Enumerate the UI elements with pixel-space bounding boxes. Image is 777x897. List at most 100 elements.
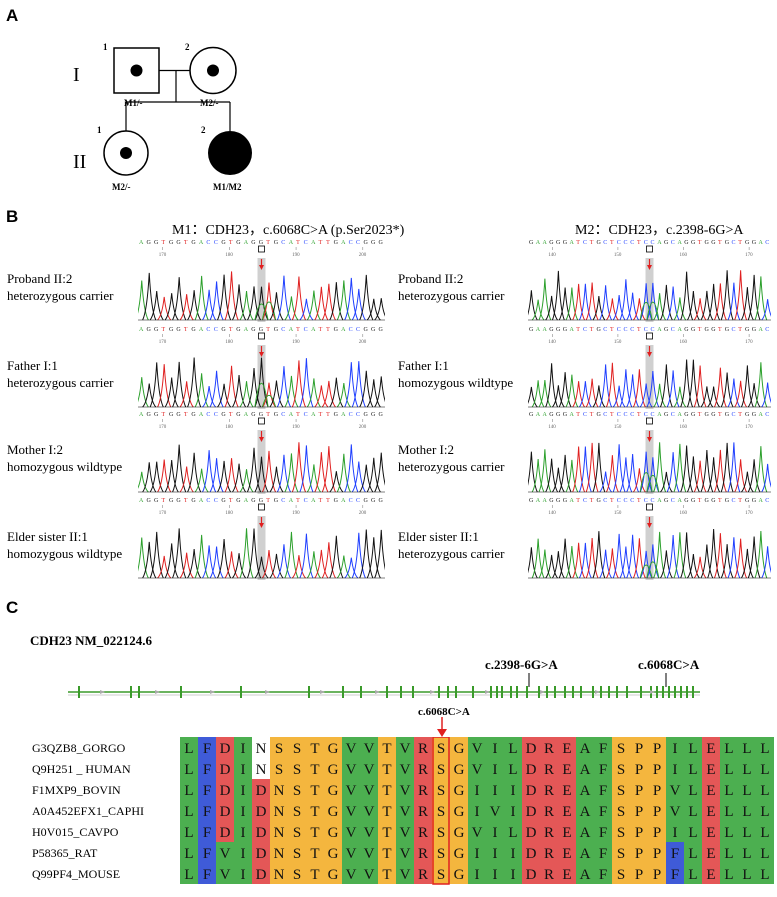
trace-peak — [261, 394, 277, 408]
base-call: C — [644, 327, 648, 333]
base-call: T — [319, 327, 323, 333]
trace-peak — [157, 459, 172, 493]
trace-peak — [344, 557, 359, 579]
base-call: A — [289, 327, 294, 333]
residue-letter: R — [544, 825, 554, 841]
residue-letter: V — [472, 741, 483, 757]
residue-cell — [324, 737, 342, 758]
trace-peak — [585, 378, 599, 408]
residue-letter: I — [241, 741, 246, 757]
base-call: C — [214, 240, 218, 246]
base-call: T — [637, 498, 641, 504]
base-call: G — [251, 412, 256, 418]
residue-cell — [720, 737, 738, 758]
trace-peak — [224, 458, 239, 493]
residue-cell — [756, 863, 774, 884]
base-call: C — [732, 240, 736, 246]
base-call: C — [765, 240, 769, 246]
residue-cell — [684, 863, 702, 884]
residue-letter: R — [418, 867, 428, 883]
base-call: G — [549, 498, 554, 504]
base-call: G — [745, 327, 750, 333]
base-call: T — [161, 327, 165, 333]
residue-cell — [270, 842, 288, 863]
residue-letter: D — [526, 783, 537, 799]
red-arrow-icon — [647, 437, 652, 442]
base-call: T — [296, 240, 300, 246]
base-call: T — [266, 498, 270, 504]
residue-letter: G — [328, 867, 339, 883]
residue-cell — [234, 758, 252, 779]
base-call: G — [236, 498, 241, 504]
red-arrow-icon — [647, 352, 652, 357]
residue-cell — [198, 842, 216, 863]
trace-peak — [179, 466, 194, 493]
base-call: C — [732, 327, 736, 333]
residue-letter: S — [617, 846, 625, 862]
trace-peak — [246, 286, 262, 321]
base-call: G — [705, 498, 710, 504]
exon-mark — [496, 686, 498, 698]
base-call: A — [244, 412, 249, 418]
residue-cell — [234, 842, 252, 863]
base-call: G — [529, 498, 534, 504]
base-call: A — [199, 327, 204, 333]
trace-peak — [276, 454, 291, 493]
exon-mark — [554, 686, 556, 698]
residue-cell — [378, 758, 396, 779]
base-call: G — [684, 327, 689, 333]
base-call: A — [311, 327, 316, 333]
trace-peak — [142, 272, 157, 321]
base-call: A — [570, 327, 575, 333]
position-tick: 180 — [225, 253, 233, 258]
residue-cell — [576, 821, 594, 842]
trace-peak — [531, 299, 545, 321]
base-call: A — [570, 498, 575, 504]
species-label: G3QZB8_GORGO — [32, 741, 126, 755]
trace-peak — [741, 548, 754, 579]
position-tick: 200 — [359, 425, 367, 430]
residue-letter: S — [293, 783, 301, 799]
exon-mark — [572, 686, 574, 698]
trace-peak — [336, 383, 351, 408]
position-tick: 160 — [680, 253, 688, 258]
position-tick: 170 — [159, 511, 167, 516]
residue-letter: R — [544, 804, 554, 820]
residue-cell — [180, 737, 198, 758]
residue-letter: P — [653, 741, 661, 757]
position-tick: 190 — [292, 340, 300, 345]
base-call: C — [281, 327, 285, 333]
trace-peak — [552, 467, 565, 493]
residue-cell — [648, 779, 666, 800]
trace-peak — [653, 383, 666, 408]
residue-cell — [270, 800, 288, 821]
residue-letter: L — [184, 762, 193, 778]
residue-letter: V — [472, 762, 483, 778]
residue-letter: F — [203, 867, 211, 883]
base-call: T — [266, 412, 270, 418]
trace-peak — [740, 287, 754, 321]
residue-letter: D — [526, 741, 537, 757]
trace-peak — [599, 364, 613, 408]
residue-cell — [252, 800, 270, 821]
residue-letter: D — [220, 825, 231, 841]
trace-peak — [528, 290, 538, 321]
base-call: A — [199, 412, 204, 418]
base-call: G — [664, 327, 669, 333]
base-call: C — [214, 412, 218, 418]
residue-cell — [504, 863, 522, 884]
base-call: G — [563, 327, 568, 333]
position-tick: 150 — [614, 340, 622, 345]
exon-mark — [662, 686, 664, 698]
residue-cell — [468, 779, 486, 800]
trace-peak — [531, 458, 545, 493]
base-call: C — [624, 498, 628, 504]
residue-cell — [360, 800, 378, 821]
carrier-dot — [120, 147, 132, 159]
residue-cell — [540, 758, 558, 779]
